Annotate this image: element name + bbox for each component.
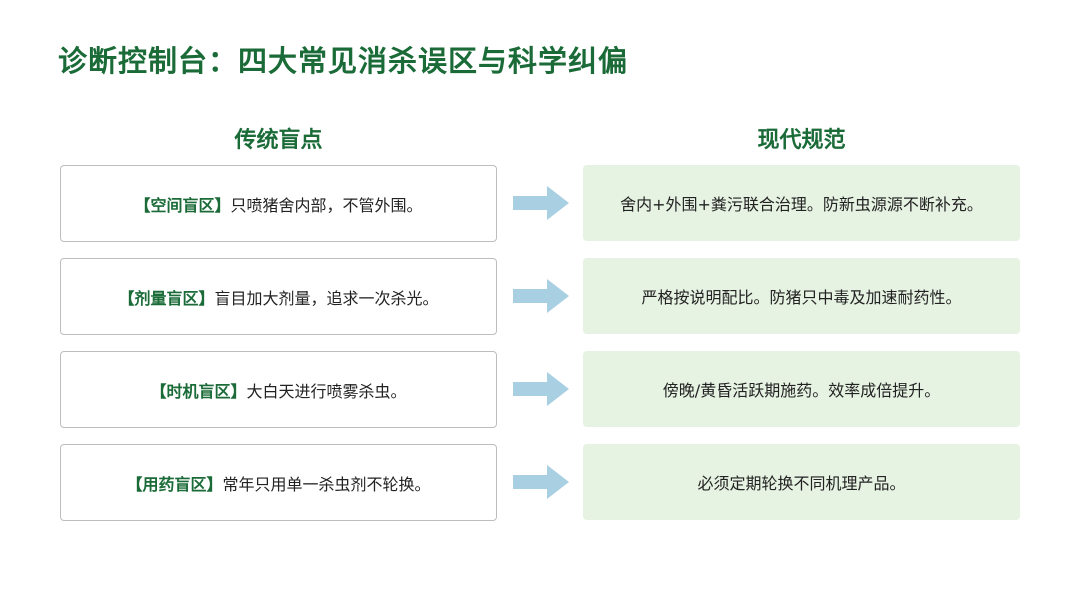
- right-arrow-icon: [513, 372, 569, 406]
- norm-box: 严格按说明配比。防猪只中毒及加速耐药性。: [583, 258, 1020, 334]
- page-title: 诊断控制台：四大常见消杀误区与科学纠偏: [58, 44, 629, 78]
- blind-spot-text: 盲目加大剂量，追求一次杀光。: [214, 288, 439, 308]
- blind-spot-text: 大白天进行喷雾杀虫。: [246, 381, 407, 401]
- column-header-modern-norms: 现代规范: [757, 128, 846, 153]
- blind-spot-tag: 【用药盲区】: [126, 474, 223, 494]
- comparison-row: 【用药盲区】常年只用单一杀虫剂不轮换。 必须定期轮换不同机理产品。: [0, 444, 1080, 521]
- blind-spot-text: 常年只用单一杀虫剂不轮换。: [222, 474, 431, 494]
- comparison-row: 【空间盲区】只喷猪舍内部，不管外围。 舍内+外围+粪污联合治理。防新虫源源不断补…: [0, 165, 1080, 242]
- right-arrow-icon: [513, 465, 569, 499]
- blind-spot-tag: 【剂量盲区】: [118, 288, 215, 308]
- blind-spot-box: 【空间盲区】只喷猪舍内部，不管外围。: [60, 165, 497, 242]
- norm-box: 舍内+外围+粪污联合治理。防新虫源源不断补充。: [583, 165, 1020, 241]
- comparison-row: 【剂量盲区】盲目加大剂量，追求一次杀光。 严格按说明配比。防猪只中毒及加速耐药性…: [0, 258, 1080, 335]
- comparison-row: 【时机盲区】大白天进行喷雾杀虫。 傍晚/黄昏活跃期施药。效率成倍提升。: [0, 351, 1080, 428]
- blind-spot-tag: 【空间盲区】: [134, 195, 231, 215]
- blind-spot-tag: 【时机盲区】: [150, 381, 247, 401]
- norm-box: 必须定期轮换不同机理产品。: [583, 444, 1020, 520]
- right-arrow-icon: [513, 279, 569, 313]
- blind-spot-box: 【时机盲区】大白天进行喷雾杀虫。: [60, 351, 497, 428]
- right-arrow-icon: [513, 186, 569, 220]
- norm-box: 傍晚/黄昏活跃期施药。效率成倍提升。: [583, 351, 1020, 427]
- blind-spot-box: 【剂量盲区】盲目加大剂量，追求一次杀光。: [60, 258, 497, 335]
- blind-spot-text: 只喷猪舍内部，不管外围。: [230, 195, 423, 215]
- blind-spot-box: 【用药盲区】常年只用单一杀虫剂不轮换。: [60, 444, 497, 521]
- column-header-traditional-blind-spots: 传统盲点: [234, 128, 323, 153]
